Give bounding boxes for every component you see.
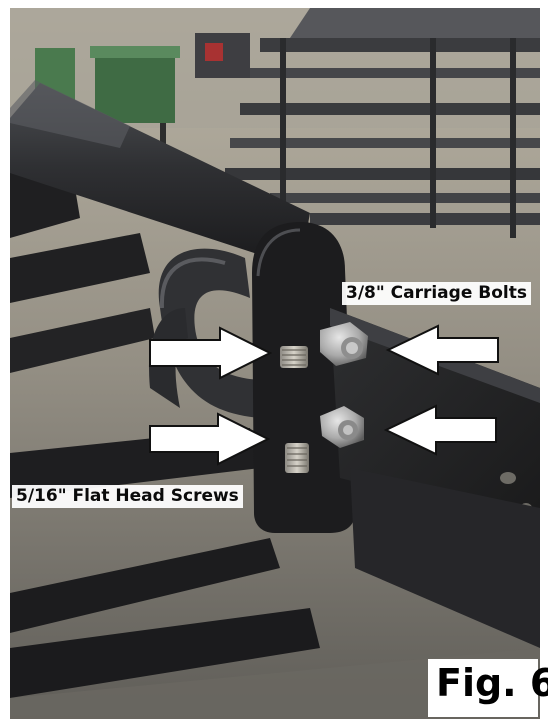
arrow-left-upper (385, 324, 499, 376)
flat-head-screw-upper (280, 346, 308, 368)
carriage-bolt-nut-upper (320, 322, 368, 366)
rack-top-tube (10, 80, 310, 268)
arrow-left-lower (383, 404, 497, 456)
carriage-bolts-label: 3/8" Carriage Bolts (342, 282, 531, 305)
rack-bracket-photo (10, 8, 540, 719)
arrow-right-upper (149, 326, 273, 380)
figure-label-box (428, 659, 538, 717)
mounting-bracket-plate (252, 222, 355, 533)
flat-head-screws-label: 5/16" Flat Head Screws (12, 485, 243, 508)
arrow-right-lower (149, 412, 271, 466)
flat-head-screw-lower (285, 443, 309, 473)
carriage-bolt-nut-lower (320, 406, 364, 448)
background-steel-racks (225, 8, 540, 238)
figure-label: Fig. 6 (436, 661, 548, 705)
